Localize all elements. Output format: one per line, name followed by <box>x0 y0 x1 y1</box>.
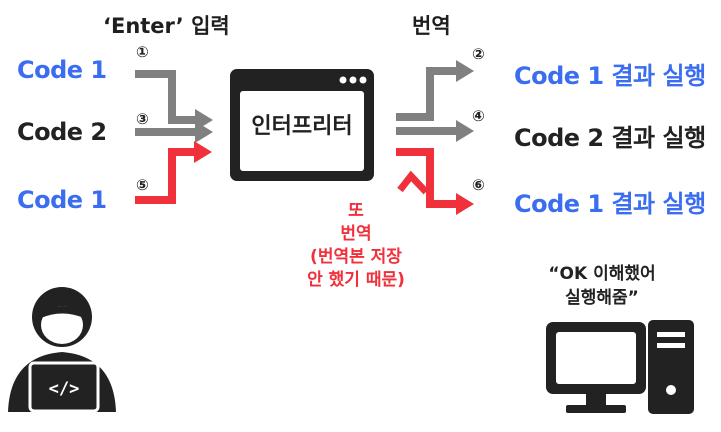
input-code-2: Code 2 <box>17 118 107 146</box>
arrow-output-1 <box>396 60 474 121</box>
translate-header: 번역 <box>412 14 451 38</box>
step-4: ④ <box>472 107 485 125</box>
retranslate-note-line-2: 번역 <box>340 224 372 244</box>
input-header: ‘Enter’ 입력 <box>103 14 230 38</box>
computer-icon <box>546 320 694 414</box>
arrow-input-3 <box>135 141 212 204</box>
interpreter-window <box>230 69 374 181</box>
step-1: ① <box>136 43 149 61</box>
output-code-1-result: Code 1 결과 실행 <box>514 62 706 90</box>
code-brackets-icon: </> <box>49 379 80 399</box>
arrow-output-3 <box>396 148 474 215</box>
step-3: ③ <box>136 110 149 128</box>
arrow-input-1 <box>135 70 213 131</box>
arrow-input-2 <box>135 121 213 143</box>
output-code-1-result-again: Code 1 결과 실행 <box>514 190 706 218</box>
window-dot-icon <box>349 76 357 84</box>
input-code-1-again: Code 1 <box>17 186 107 214</box>
developer-icon: </> <box>8 287 116 413</box>
step-6: ⑥ <box>472 176 485 194</box>
window-dot-icon <box>339 76 347 84</box>
step-5: ⑤ <box>136 176 149 194</box>
output-code-2-result: Code 2 결과 실행 <box>514 124 706 152</box>
computer-quote-line-1: “OK 이해했어 <box>548 264 656 284</box>
retranslate-mark-icon <box>397 170 429 195</box>
step-2: ② <box>472 45 485 63</box>
retranslate-note-line-1: 또 <box>348 201 364 221</box>
arrow-output-2 <box>396 120 474 142</box>
input-code-1: Code 1 <box>17 56 107 84</box>
window-dot-icon <box>359 76 367 84</box>
computer-quote: “OK 이해했어 실행해줌” <box>522 262 682 310</box>
computer-quote-line-2: 실행해줌” <box>565 288 639 308</box>
retranslate-note: 또 번역 (번역본 저장 안 했기 때문) <box>276 200 436 292</box>
interpreter-label: 인터프리터 <box>251 114 353 139</box>
retranslate-note-line-4: 안 했기 때문) <box>307 270 405 290</box>
retranslate-note-line-3: (번역본 저장 <box>310 247 402 267</box>
